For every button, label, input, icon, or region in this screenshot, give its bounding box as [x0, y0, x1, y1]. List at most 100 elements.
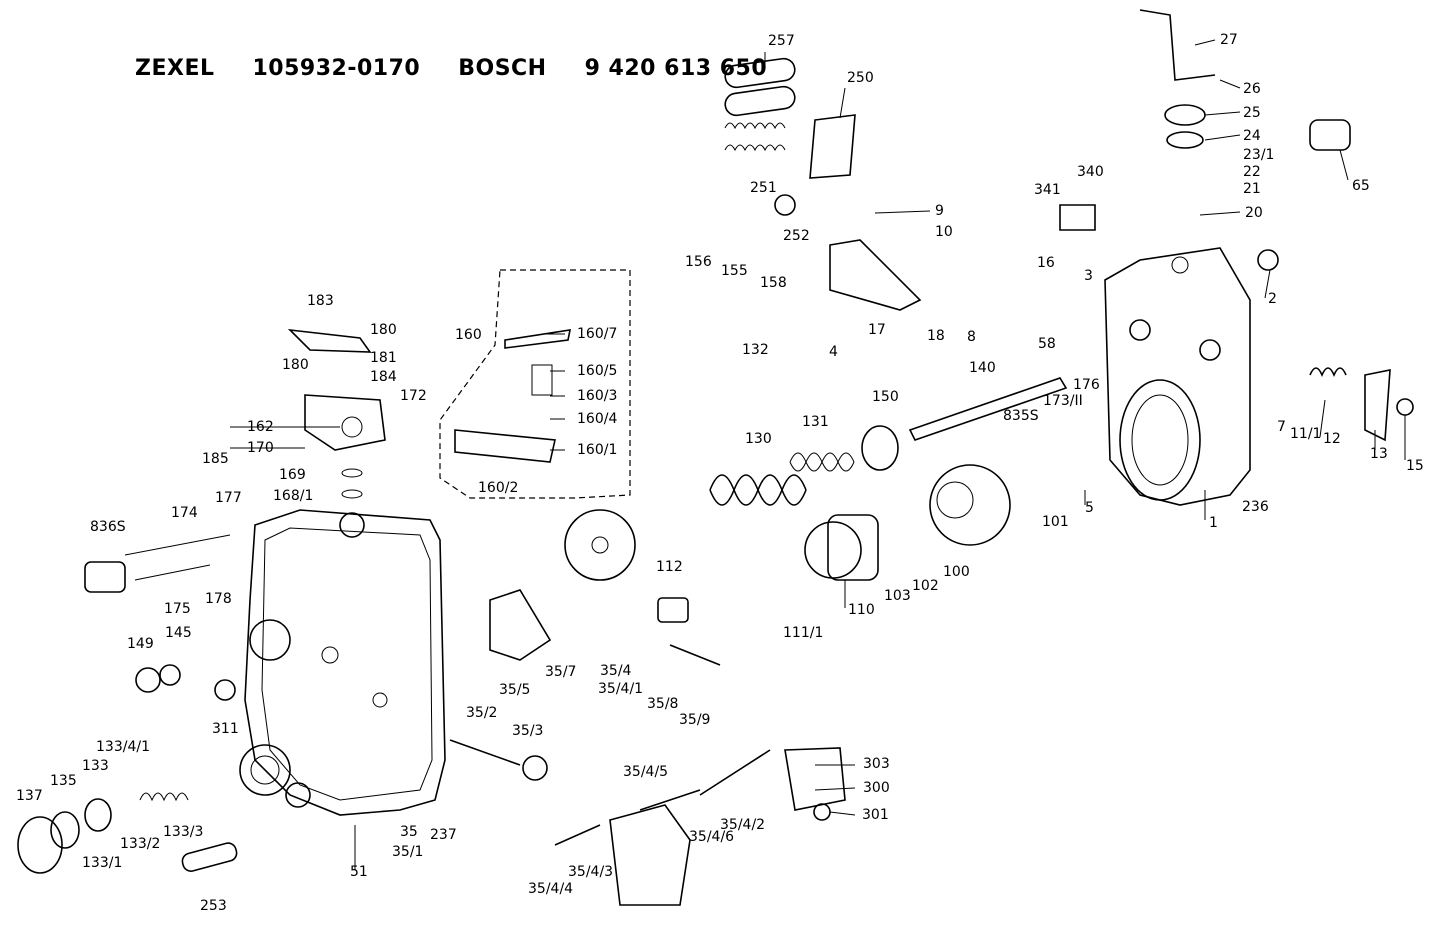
part-label: 160/2 [478, 480, 518, 496]
part-label: 133/4/1 [96, 739, 150, 755]
part-label: 11/1 [1290, 426, 1321, 442]
part-label: 35/2 [466, 705, 497, 721]
part-label: 132 [742, 342, 769, 358]
part-label: 35/4 [600, 663, 632, 679]
part-label: 1 [1209, 515, 1218, 531]
part-label: 35/1 [392, 844, 423, 860]
part-label: 35/5 [499, 682, 530, 698]
part-label: 181 [370, 350, 397, 366]
part-label: 8 [967, 329, 976, 345]
brand-zexel: ZEXEL [135, 56, 215, 81]
end-housing [1104, 247, 1251, 506]
brand-bosch: BOSCH [458, 56, 547, 81]
part-label: 20 [1245, 205, 1263, 221]
part-label: 340 [1077, 164, 1104, 180]
part-label: 12 [1323, 431, 1341, 447]
part-label: 183 [307, 293, 334, 309]
part-label: 111/1 [783, 625, 823, 641]
part-label: 252 [783, 228, 810, 244]
part-label: 140 [969, 360, 996, 376]
part-label: 180 [282, 357, 309, 373]
part-label: 58 [1038, 336, 1056, 352]
part-label: 133/3 [163, 824, 203, 840]
part-label: 145 [165, 625, 192, 641]
linkage-parts [287, 328, 572, 661]
part-label: 341 [1034, 182, 1061, 198]
part-label: 237 [430, 827, 457, 843]
part-label: 311 [212, 721, 239, 737]
part-label: 133 [82, 758, 109, 774]
part-label: 25 [1243, 105, 1261, 121]
part-label: 22 [1243, 164, 1261, 180]
part-label: 149 [127, 636, 154, 652]
upper-right-parts [829, 9, 1414, 442]
part-label: 51 [350, 864, 368, 880]
part-label: 102 [912, 578, 939, 594]
part-label: 35/9 [679, 712, 710, 728]
part-label: 5 [1085, 500, 1094, 516]
part-label: 170 [247, 440, 274, 456]
part-label: 160/1 [577, 442, 617, 458]
part-label: 162 [247, 419, 274, 435]
part-label: 35/7 [545, 664, 576, 680]
part-label: 172 [400, 388, 427, 404]
left-components [17, 534, 548, 874]
part-label: 7 [1277, 419, 1286, 435]
part-label: 35/3 [512, 723, 543, 739]
part-label: 253 [200, 898, 227, 914]
part-label: 257 [768, 33, 795, 49]
part-label: 9 [935, 203, 944, 219]
part-label: 160/3 [577, 388, 617, 404]
part-label: 303 [863, 756, 890, 772]
part-label: 251 [750, 180, 777, 196]
part-label: 176 [1073, 377, 1100, 393]
part-label: 18 [927, 328, 945, 344]
part-label: 21 [1243, 181, 1261, 197]
part-label: 16 [1037, 255, 1055, 271]
part-label: 250 [847, 70, 874, 86]
part-label: 135 [50, 773, 77, 789]
lower-parts [554, 597, 846, 906]
part-label: 2 [1268, 291, 1277, 307]
part-label: 133/1 [82, 855, 122, 871]
part-label: 130 [745, 431, 772, 447]
part-label: 137 [16, 788, 43, 804]
part-label: 168/1 [273, 488, 313, 504]
part-label: 131 [802, 414, 829, 430]
part-label: 236 [1242, 499, 1269, 515]
part-label: 103 [884, 588, 911, 604]
part-label: 3 [1084, 268, 1093, 284]
part-label: 175 [164, 601, 191, 617]
part-label: 178 [205, 591, 232, 607]
part-label: 150 [872, 389, 899, 405]
part-label: 133/2 [120, 836, 160, 852]
part-label: 23/1 [1243, 147, 1274, 163]
part-label: 27 [1220, 32, 1238, 48]
part-label: 301 [862, 807, 889, 823]
part-label: 35/4/6 [689, 829, 734, 845]
part-label: 110 [848, 602, 875, 618]
part-label: 169 [279, 467, 306, 483]
part-label: 101 [1042, 514, 1069, 530]
part-label: 160/7 [577, 326, 617, 342]
part-label: 35/4/5 [623, 764, 668, 780]
part-label: 836S [90, 519, 126, 535]
part-label: 173/II [1043, 393, 1083, 409]
part-label: 35/4/4 [528, 881, 573, 897]
part-label: 10 [935, 224, 953, 240]
part-label: 180 [370, 322, 397, 338]
part-label: 155 [721, 263, 748, 279]
part-label: 35/4/3 [568, 864, 613, 880]
part-number-bosch: 9 420 613 650 [584, 56, 768, 81]
part-label: 300 [863, 780, 890, 796]
part-label: 17 [868, 322, 886, 338]
part-label: 24 [1243, 128, 1261, 144]
part-label: 65 [1352, 178, 1370, 194]
part-label: 35/4/1 [598, 681, 643, 697]
part-number-labels: 2572502512522726252423/12221206534034191… [16, 32, 1424, 914]
part-label: 174 [171, 505, 198, 521]
part-label: 184 [370, 369, 397, 385]
part-label: 177 [215, 490, 242, 506]
